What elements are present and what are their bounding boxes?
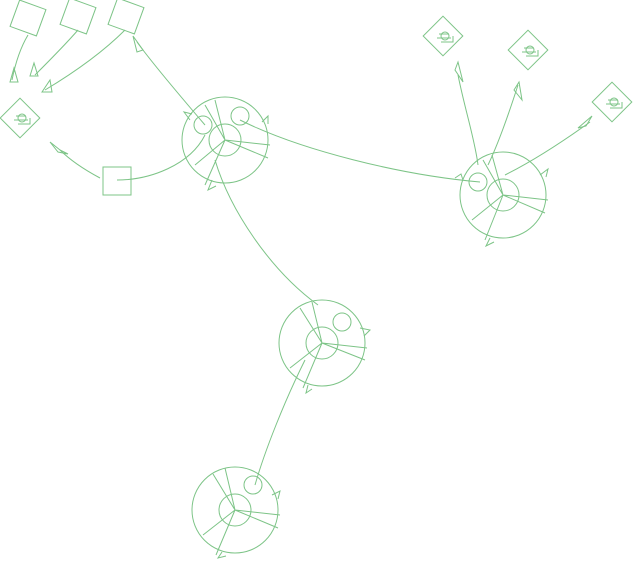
diamond-tag-top-1[interactable] <box>9 0 47 37</box>
arrow-pin-group-right <box>454 60 593 129</box>
arrow-pin-left <box>49 141 69 155</box>
connector-square-to-left-tag <box>59 149 101 179</box>
connector-middle-to-bottom-wheel <box>254 359 306 486</box>
arrow-pin-group-top-left <box>9 35 144 93</box>
connector-tag-c <box>44 29 126 91</box>
connector-lines <box>11 29 591 486</box>
diamond-tag-top-3[interactable] <box>107 0 145 35</box>
diamond-tag-right-3[interactable] <box>591 81 633 123</box>
diamond-tag-top-2[interactable] <box>59 0 97 35</box>
diamond-tag-right-2[interactable] <box>507 29 549 71</box>
cycle-wheel-hub[interactable] <box>181 96 271 192</box>
cycle-wheel-right[interactable] <box>454 151 549 248</box>
cycle-wheel-middle[interactable] <box>278 299 372 395</box>
connector-hub-to-middle-wheel <box>214 159 319 306</box>
square-box[interactable] <box>102 166 132 196</box>
cycle-wheel-bottom[interactable] <box>191 466 281 559</box>
connector-top-left-to-hub <box>136 41 206 126</box>
diamond-tag-left[interactable] <box>0 97 41 139</box>
connector-hub-to-square <box>116 134 206 181</box>
connector-tag-b <box>34 29 79 76</box>
connector-right-wheel-to-tag3 <box>504 121 591 176</box>
diamond-tag-right-1[interactable] <box>422 15 464 57</box>
connector-right-wheel-to-tag1 <box>457 74 479 166</box>
connector-tag-a <box>11 34 29 81</box>
connector-hub-to-right-wheel <box>239 119 481 183</box>
